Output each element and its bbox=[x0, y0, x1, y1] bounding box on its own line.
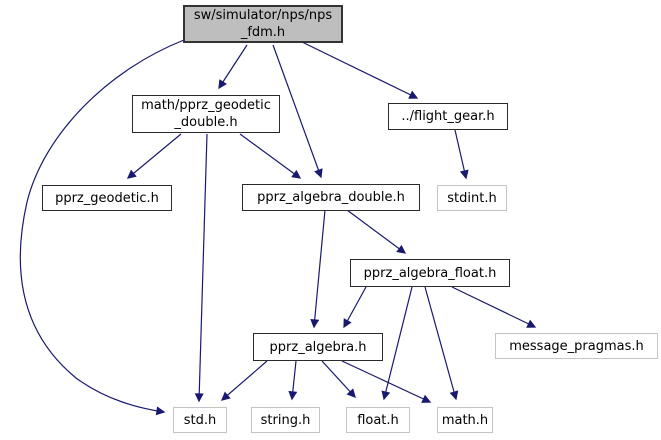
node-label-line: sw/simulator/nps/nps bbox=[193, 8, 333, 23]
node-nps-fdm: sw/simulator/nps/nps _fdm.h bbox=[183, 5, 343, 43]
node-float: float.h bbox=[346, 407, 410, 433]
edge-algebra-math bbox=[341, 360, 432, 403]
node-label: stdint.h bbox=[447, 190, 497, 206]
edge-algebra-std bbox=[220, 360, 268, 401]
edge-nps_fdm-flight_gear bbox=[301, 41, 419, 99]
node-label-line: _double.h bbox=[174, 115, 238, 130]
edge-nps_fdm-geodetic_double bbox=[218, 44, 248, 90]
node-stdint: stdint.h bbox=[437, 185, 507, 211]
node-label-line: math/pprz_geodetic bbox=[141, 98, 271, 113]
edge-geodetic_double-std bbox=[194, 133, 208, 403]
node-label: std.h bbox=[183, 412, 217, 428]
node-std: std.h bbox=[173, 407, 227, 433]
node-pprz-algebra[interactable]: pprz_algebra.h bbox=[253, 333, 383, 361]
edge-algebra_double-algebra bbox=[310, 209, 326, 329]
node-pprz-algebra-float[interactable]: pprz_algebra_float.h bbox=[350, 259, 510, 287]
node-label: float.h bbox=[357, 412, 399, 428]
node-label: message_pragmas.h bbox=[509, 338, 644, 354]
node-label: string.h bbox=[260, 412, 311, 428]
edge-geodetic_double-pprz_geodetic bbox=[126, 133, 182, 179]
node-label: pprz_algebra.h bbox=[269, 339, 367, 355]
node-string: string.h bbox=[251, 407, 320, 433]
node-math-pprz-geodetic-double[interactable]: math/pprz_geodetic _double.h bbox=[132, 95, 280, 133]
edge-algebra_float-algebra bbox=[343, 286, 367, 329]
edge-algebra-float bbox=[321, 360, 356, 398]
node-label: pprz_algebra_double.h bbox=[257, 190, 405, 205]
node-flight-gear[interactable]: ../flight_gear.h bbox=[388, 103, 508, 130]
edge-algebra_float-message_pragmas bbox=[451, 286, 537, 328]
node-math: math.h bbox=[437, 407, 493, 433]
edge-flight_gear-stdint bbox=[454, 129, 469, 180]
node-label: pprz_geodetic.h bbox=[55, 190, 159, 206]
node-pprz-algebra-double[interactable]: pprz_algebra_double.h bbox=[242, 184, 420, 211]
node-label: math.h bbox=[441, 412, 489, 428]
edge-geodetic_double-algebra_double bbox=[239, 133, 302, 179]
edge-algebra_float-math bbox=[424, 286, 459, 401]
node-message-pragmas: message_pragmas.h bbox=[495, 333, 658, 359]
edge-nps_fdm-std bbox=[19, 39, 185, 416]
edge-algebra_float-float bbox=[381, 286, 413, 401]
node-pprz-geodetic[interactable]: pprz_geodetic.h bbox=[42, 185, 172, 211]
node-label-line: _fdm.h bbox=[240, 25, 286, 40]
node-label: pprz_algebra_float.h bbox=[363, 265, 497, 281]
edge-algebra_double-algebra_float bbox=[346, 209, 407, 254]
node-label: ../flight_gear.h bbox=[401, 109, 495, 124]
edge-algebra-string bbox=[288, 360, 298, 401]
edge-nps_fdm-algebra_double bbox=[272, 44, 323, 179]
